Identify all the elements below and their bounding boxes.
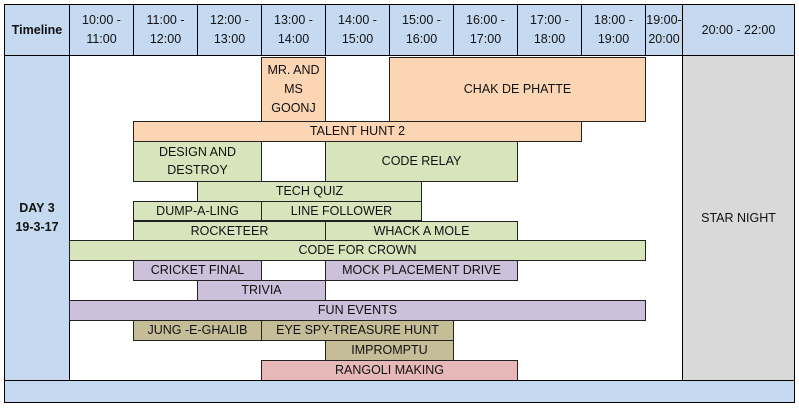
event-fun-events: FUN EVENTS	[69, 300, 646, 321]
event-jung-e-ghalib: JUNG -E-GHALIB	[133, 320, 262, 341]
event-label: TALENT HUNT 2	[309, 124, 406, 139]
event-eye-spy-treasure-hunt: EYE SPY-TREASURE HUNT	[261, 320, 454, 341]
event-label: DUMP-A-LING	[156, 203, 239, 218]
event-talent-hunt-2: TALENT HUNT 2	[133, 121, 582, 142]
slot-header-line: 18:00	[533, 32, 566, 46]
event-label: LINE FOLLOWER	[290, 203, 393, 218]
event-label: CODE RELAY	[381, 153, 462, 168]
slot-header-line: 12:00	[149, 32, 182, 46]
event-rocketeer: ROCKETEER	[133, 220, 326, 242]
slot-header-line: 17:00	[469, 32, 502, 46]
slot-header-line: 16:00 -	[466, 13, 505, 28]
event-label: TECH QUIZ	[275, 183, 344, 198]
event-dump-a-ling: DUMP-A-LING	[133, 200, 262, 222]
event-chak-de-phatte: CHAK DE PHATTE	[389, 57, 646, 122]
slot-header-line: 18:00 -	[594, 13, 633, 28]
event-label: IMPROMPTU	[351, 342, 428, 357]
day-date: 19-3-17	[15, 220, 59, 234]
event-label: MOCK PLACEMENT DRIVE	[342, 263, 501, 278]
slot-header-line: 11:00 -	[146, 13, 185, 28]
event-line-follower: LINE FOLLOWER	[261, 200, 422, 222]
slot-header-line: 14:00	[277, 32, 310, 46]
event-rangoli-making: RANGOLI MAKING	[261, 359, 518, 381]
event-label: MR. AND	[267, 63, 320, 78]
event-design-and-destroy: DESIGN AND DESTROY	[133, 140, 262, 182]
slot-header-line: 11:00	[86, 32, 117, 46]
slot-header-1: 10:00 - 11:00	[69, 4, 134, 56]
event-mock-placement-drive: MOCK PLACEMENT DRIVE	[325, 260, 518, 282]
event-label: MS	[284, 82, 303, 97]
night-slot-label: 20:00 - 22:00	[701, 22, 776, 37]
slot-header-line: 19:00	[597, 32, 630, 46]
day-label: DAY 3	[19, 201, 55, 216]
slot-header-line: 16:00	[405, 32, 438, 46]
event-label: EYE SPY-TREASURE HUNT	[276, 323, 439, 338]
slot-header-8: 17:00 - 18:00	[517, 4, 582, 56]
bottom-bar	[4, 380, 795, 403]
slot-header-4: 13:00 - 14:00	[261, 4, 326, 56]
slot-header-9: 18:00 - 19:00	[581, 4, 646, 56]
slot-header-line: 13:00 -	[274, 13, 313, 28]
event-label: FUN EVENTS	[317, 303, 398, 318]
star-night-label: STAR NIGHT	[701, 210, 776, 225]
event-label: CRICKET FINAL	[150, 263, 245, 278]
slot-header-line: 14:00 -	[338, 13, 377, 28]
slot-header-line: 15:00	[341, 32, 374, 46]
slot-header-line: 13:00	[213, 32, 246, 46]
event-label: CHAK DE PHATTE	[463, 82, 572, 97]
event-mr-and-ms-goonj: MR. AND MS GOONJ	[261, 57, 326, 122]
slot-header-7: 16:00 - 17:00	[453, 4, 518, 56]
event-label: TRIVIA	[241, 283, 282, 298]
slot-header-line: 20:00	[648, 32, 680, 46]
day-label-cell: DAY 3 19-3-17	[4, 55, 70, 381]
slot-header-10: 19:00- 20:00	[645, 4, 683, 56]
slot-header-2: 11:00 - 12:00	[133, 4, 198, 56]
slot-header-line: 19:00-	[646, 13, 682, 28]
event-code-for-crown: CODE FOR CROWN	[69, 240, 646, 262]
slot-header-line: 15:00 -	[402, 13, 441, 28]
event-trivia: TRIVIA	[197, 280, 326, 302]
event-tech-quiz: TECH QUIZ	[197, 180, 422, 202]
slot-header-3: 12:00 - 13:00	[197, 4, 262, 56]
slot-header-6: 15:00 - 16:00	[389, 4, 454, 56]
timeline-header: Timeline	[4, 4, 70, 56]
event-label: GOONJ	[271, 100, 316, 115]
event-label: DESTROY	[167, 163, 228, 178]
slot-header-5: 14:00 - 15:00	[325, 4, 390, 56]
event-label: DESIGN AND	[158, 144, 237, 159]
event-cricket-final: CRICKET FINAL	[133, 260, 262, 282]
event-impromptu: IMPROMPTU	[325, 339, 454, 361]
night-slot-header: 20:00 - 22:00	[682, 4, 795, 56]
timeline-label: Timeline	[11, 22, 63, 37]
event-label: WHACK A MOLE	[373, 223, 470, 238]
event-code-relay: CODE RELAY	[325, 140, 518, 182]
event-label: RANGOLI MAKING	[334, 362, 445, 377]
star-night-cell: STAR NIGHT	[682, 55, 795, 381]
slot-header-line: 12:00 -	[210, 13, 249, 28]
event-whack-a-mole: WHACK A MOLE	[325, 220, 518, 242]
slot-header-line: 10:00 -	[82, 13, 121, 28]
slot-header-line: 17:00 -	[530, 13, 569, 28]
event-label: ROCKETEER	[190, 223, 269, 238]
event-label: JUNG -E-GHALIB	[147, 323, 248, 338]
event-label: CODE FOR CROWN	[298, 243, 417, 258]
